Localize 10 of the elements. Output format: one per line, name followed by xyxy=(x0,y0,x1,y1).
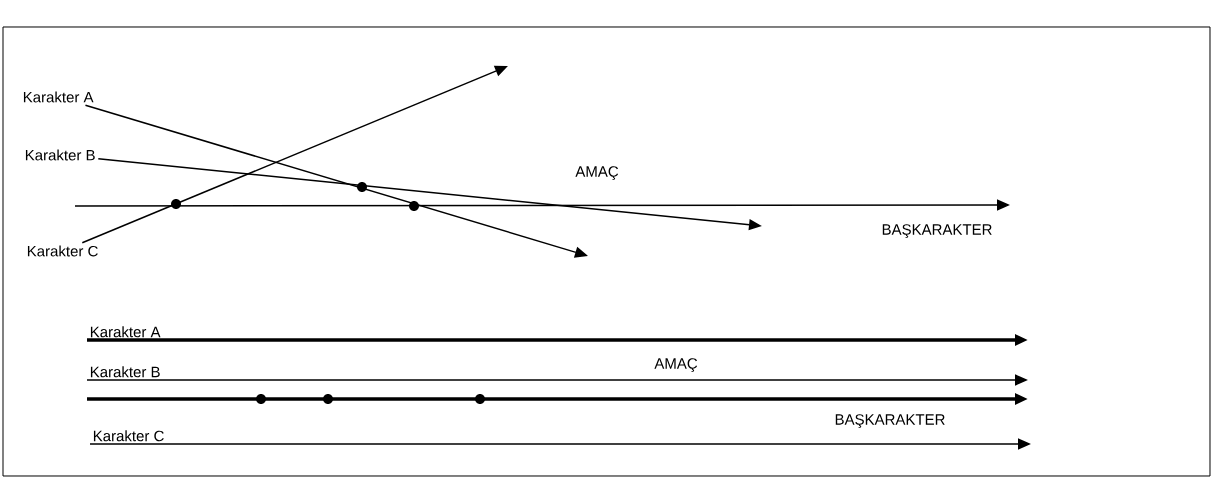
text-label: Karakter B xyxy=(90,366,160,378)
text-label: Karakter C xyxy=(93,430,164,442)
text-label: Karakter A xyxy=(23,91,94,103)
text-label: BAŞKARAKTER xyxy=(882,224,992,238)
text-label: Karakter B xyxy=(25,149,95,161)
text-label: Karakter A xyxy=(90,326,161,338)
text-label: AMAÇ xyxy=(654,358,698,372)
text-label: Karakter C xyxy=(27,245,98,257)
text-label: BAŞKARAKTER xyxy=(835,414,945,428)
text-label: AMAÇ xyxy=(575,166,619,180)
